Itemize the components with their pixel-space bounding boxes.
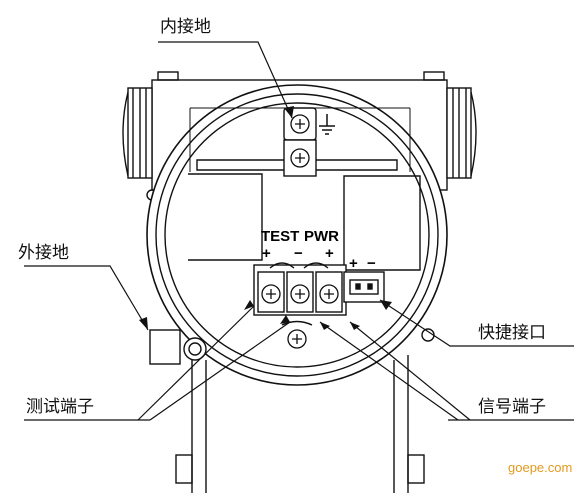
watermark: goepe.com bbox=[508, 460, 573, 475]
label-outer-ground: 外接地 bbox=[18, 243, 69, 263]
board-right-panel bbox=[343, 175, 421, 271]
board-left-panel bbox=[188, 173, 263, 261]
terminal-slot-1 bbox=[257, 271, 285, 313]
label-test-terminal: 测试端子 bbox=[26, 397, 94, 417]
cable-gland-left bbox=[122, 87, 153, 179]
quick-connector-socket bbox=[349, 279, 379, 295]
screw-terminal-3 bbox=[319, 284, 339, 304]
lower-body bbox=[175, 355, 425, 493]
cover-ring-middle bbox=[155, 93, 439, 377]
terminal-arc-1 bbox=[269, 262, 295, 269]
board-plus-left: + bbox=[262, 245, 271, 262]
screw-terminal-1 bbox=[261, 284, 281, 304]
screw-bracket bbox=[290, 148, 310, 168]
board-minus-mid: − bbox=[294, 245, 303, 262]
terminal-arc-2 bbox=[303, 262, 329, 269]
terminal-slot-3 bbox=[315, 271, 343, 313]
board-test-text: TEST bbox=[261, 228, 299, 245]
label-signal-terminal: 信号端子 bbox=[478, 397, 546, 417]
screw-bottom bbox=[287, 329, 307, 349]
leader-lines bbox=[24, 41, 574, 421]
terminal-slot-2 bbox=[286, 271, 314, 313]
board-top-rail bbox=[196, 159, 398, 171]
label-quick-connector: 快捷接口 bbox=[478, 323, 546, 343]
cable-gland-right bbox=[446, 87, 477, 179]
qc-minus: − bbox=[367, 255, 376, 272]
qc-plus: + bbox=[349, 255, 358, 272]
ground-symbol-icon bbox=[319, 114, 335, 135]
board-plus-right: + bbox=[325, 245, 334, 262]
screw-inner-ground bbox=[290, 114, 310, 134]
screw-terminal-2 bbox=[290, 284, 310, 304]
top-tab-left bbox=[157, 71, 179, 81]
cover-ring-inner bbox=[164, 102, 430, 368]
board-pwr-text: PWR bbox=[304, 228, 339, 245]
outer-ground-screw bbox=[149, 329, 207, 365]
top-tab-right bbox=[423, 71, 445, 81]
label-inner-ground: 内接地 bbox=[160, 17, 211, 37]
